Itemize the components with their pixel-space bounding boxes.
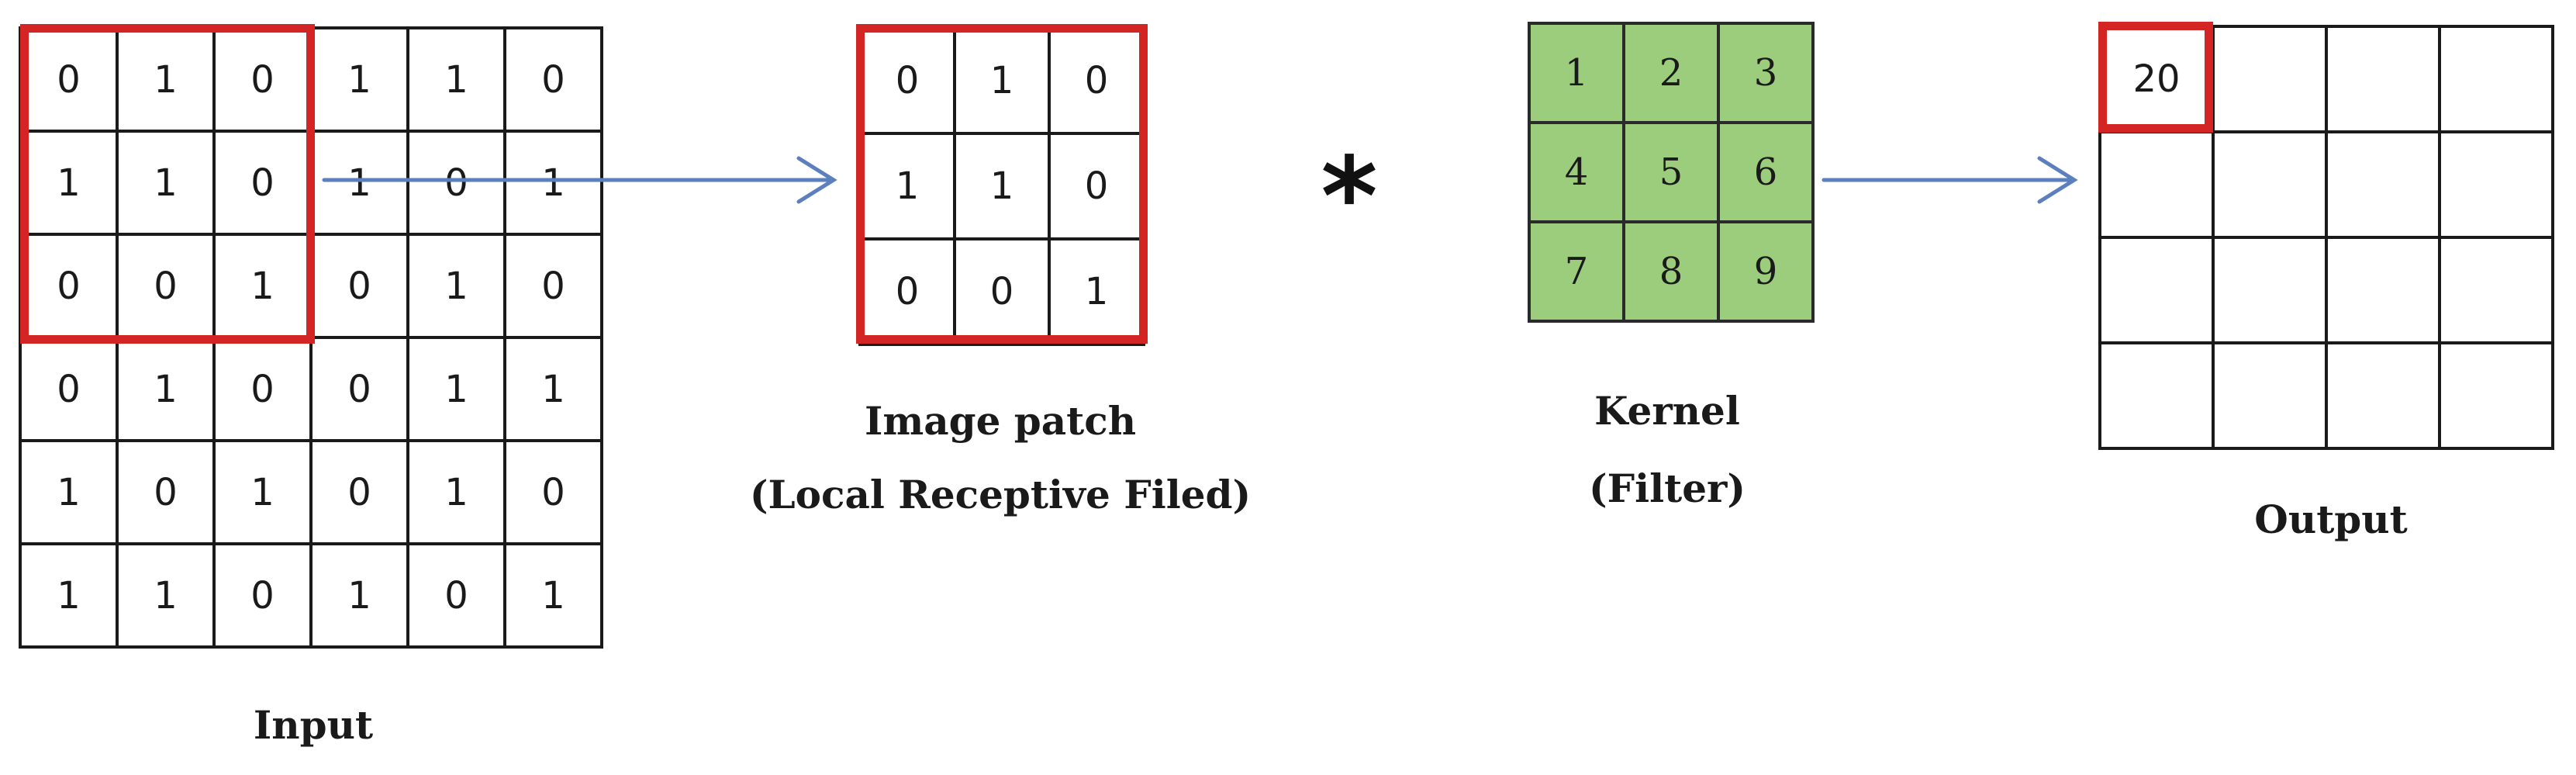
input-cell: 1 xyxy=(409,29,506,133)
kernel-cell: 1 xyxy=(1531,25,1625,124)
output-cell xyxy=(2215,28,2328,133)
input-receptive-field-highlight xyxy=(20,24,315,344)
patch-cell: 1 xyxy=(862,135,956,240)
input-cell: 1 xyxy=(119,29,216,133)
patch-cell: 0 xyxy=(862,29,956,135)
convolution-operator: * xyxy=(1321,134,1378,261)
input-cell: 1 xyxy=(506,133,603,236)
input-cell: 1 xyxy=(409,339,506,442)
input-cell: 0 xyxy=(409,545,506,649)
kernel-cell: 6 xyxy=(1720,124,1815,223)
input-cell: 1 xyxy=(22,545,119,649)
image-patch-label: Image patch xyxy=(864,398,1137,444)
output-cell xyxy=(2441,239,2554,344)
input-cell: 0 xyxy=(119,442,216,545)
kernel-cell: 7 xyxy=(1531,223,1625,323)
output-cell xyxy=(2101,239,2215,344)
input-cell: 0 xyxy=(409,133,506,236)
input-cell: 0 xyxy=(313,442,409,545)
output-matrix: 20 xyxy=(2098,25,2554,450)
input-cell: 1 xyxy=(119,339,216,442)
input-cell: 1 xyxy=(409,442,506,545)
patch-cell: 0 xyxy=(956,240,1051,346)
output-cell-highlight xyxy=(2098,22,2213,133)
input-cell: 1 xyxy=(216,442,313,545)
kernel-to-output-arrow xyxy=(1822,156,2078,204)
output-cell xyxy=(2101,133,2215,239)
output-cell xyxy=(2215,344,2328,450)
input-cell: 0 xyxy=(216,339,313,442)
output-cell xyxy=(2441,133,2554,239)
kernel-cell: 2 xyxy=(1625,25,1720,124)
output-cell: 20 xyxy=(2101,28,2215,133)
output-cell xyxy=(2441,344,2554,450)
output-label: Output xyxy=(2254,496,2408,542)
input-cell: 1 xyxy=(506,545,603,649)
kernel-cell: 4 xyxy=(1531,124,1625,223)
kernel-cell: 8 xyxy=(1625,223,1720,323)
image-patch-sublabel: (Local Receptive Filed) xyxy=(749,472,1252,517)
input-cell: 0 xyxy=(313,339,409,442)
input-cell: 1 xyxy=(506,339,603,442)
input-cell: 1 xyxy=(409,236,506,339)
kernel-cell: 5 xyxy=(1625,124,1720,223)
image-patch-highlight xyxy=(856,24,1148,344)
output-cell xyxy=(2101,344,2215,450)
output-cell xyxy=(2328,133,2441,239)
input-cell: 0 xyxy=(313,236,409,339)
input-cell: 0 xyxy=(506,442,603,545)
patch-cell: 1 xyxy=(956,29,1051,135)
input-to-patch-arrow xyxy=(322,156,837,204)
patch-cell: 1 xyxy=(956,135,1051,240)
input-cell: 0 xyxy=(22,339,119,442)
input-cell: 1 xyxy=(313,29,409,133)
kernel-label: Kernel xyxy=(1594,388,1740,434)
kernel-cell: 3 xyxy=(1720,25,1815,124)
output-cell xyxy=(2215,133,2328,239)
patch-cell: 0 xyxy=(862,240,956,346)
kernel-cell: 9 xyxy=(1720,223,1815,323)
input-cell: 0 xyxy=(216,545,313,649)
input-cell: 1 xyxy=(313,545,409,649)
input-cell: 0 xyxy=(506,29,603,133)
output-cell xyxy=(2328,28,2441,133)
input-cell: 0 xyxy=(506,236,603,339)
input-label: Input xyxy=(253,702,374,748)
input-cell: 1 xyxy=(119,133,216,236)
output-cell xyxy=(2215,239,2328,344)
output-cell xyxy=(2441,28,2554,133)
kernel-sublabel: (Filter) xyxy=(1588,465,1746,511)
input-cell: 1 xyxy=(22,133,119,236)
input-cell: 1 xyxy=(119,545,216,649)
input-cell: 0 xyxy=(22,29,119,133)
output-cell xyxy=(2328,344,2441,450)
output-cell xyxy=(2328,239,2441,344)
input-cell: 1 xyxy=(22,442,119,545)
input-cell: 1 xyxy=(313,133,409,236)
